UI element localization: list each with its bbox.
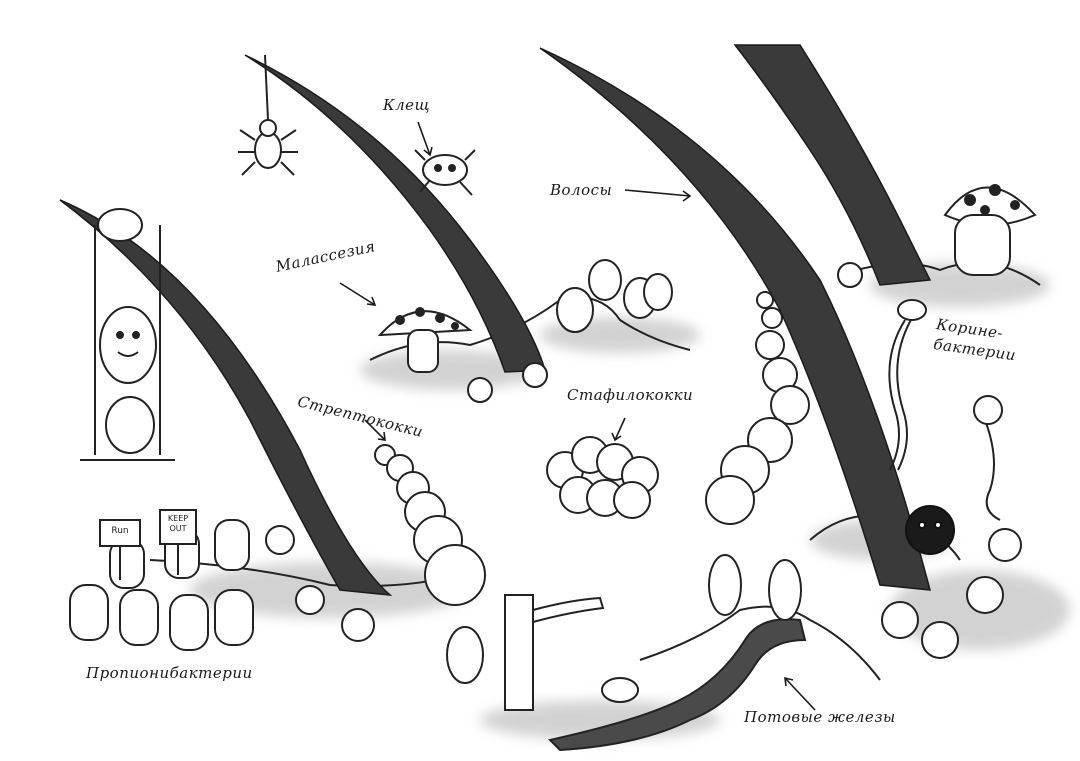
protest-sign-2 [159, 509, 197, 575]
streptococci-chain-2 [705, 291, 810, 525]
mite-spider [238, 54, 298, 176]
propionibacteria-crowd [69, 519, 254, 651]
sign-text-1: Run [111, 526, 129, 536]
sweat-gland-stream [548, 618, 807, 752]
sign-text-2: KEEP OUT [167, 514, 189, 533]
hair-strand-4 [733, 44, 932, 286]
label-sweat-glands: Потовые железы [744, 708, 896, 726]
swing-scene [80, 208, 175, 461]
label-mite: Клещ [383, 96, 431, 114]
staphylococci-cluster [546, 436, 659, 519]
arrow-hair [624, 189, 691, 197]
label-propionibacteria: Пропионибактерии [86, 664, 253, 682]
malassezia-mushroom-small [377, 307, 473, 373]
sweat-gland-creatures [601, 554, 802, 703]
arrow-staphylococci [614, 417, 626, 441]
malassezia-mushroom-large [943, 184, 1037, 276]
hair-strand-1 [59, 199, 393, 596]
arrow-streptococci [364, 419, 386, 441]
corynebacteria-worm [888, 299, 1003, 521]
label-hair: Волосы [550, 181, 613, 199]
staphylococci-pairs [556, 259, 673, 333]
spiky-microbes [265, 262, 1022, 659]
slide-structure [446, 594, 605, 711]
protest-sign-1 [99, 519, 141, 580]
arrow-malassezia [339, 282, 376, 306]
hair-strand-3 [539, 47, 932, 591]
mite-on-hair [414, 149, 476, 196]
arrow-sweat-glands [784, 677, 816, 711]
label-staphylococci: Стафилококки [567, 386, 694, 404]
streptococci-chain-1 [374, 444, 486, 606]
hair-strands [59, 44, 932, 596]
dark-microbe [905, 505, 955, 555]
arrow-mite [417, 121, 431, 156]
annotation-arrows [339, 121, 816, 711]
